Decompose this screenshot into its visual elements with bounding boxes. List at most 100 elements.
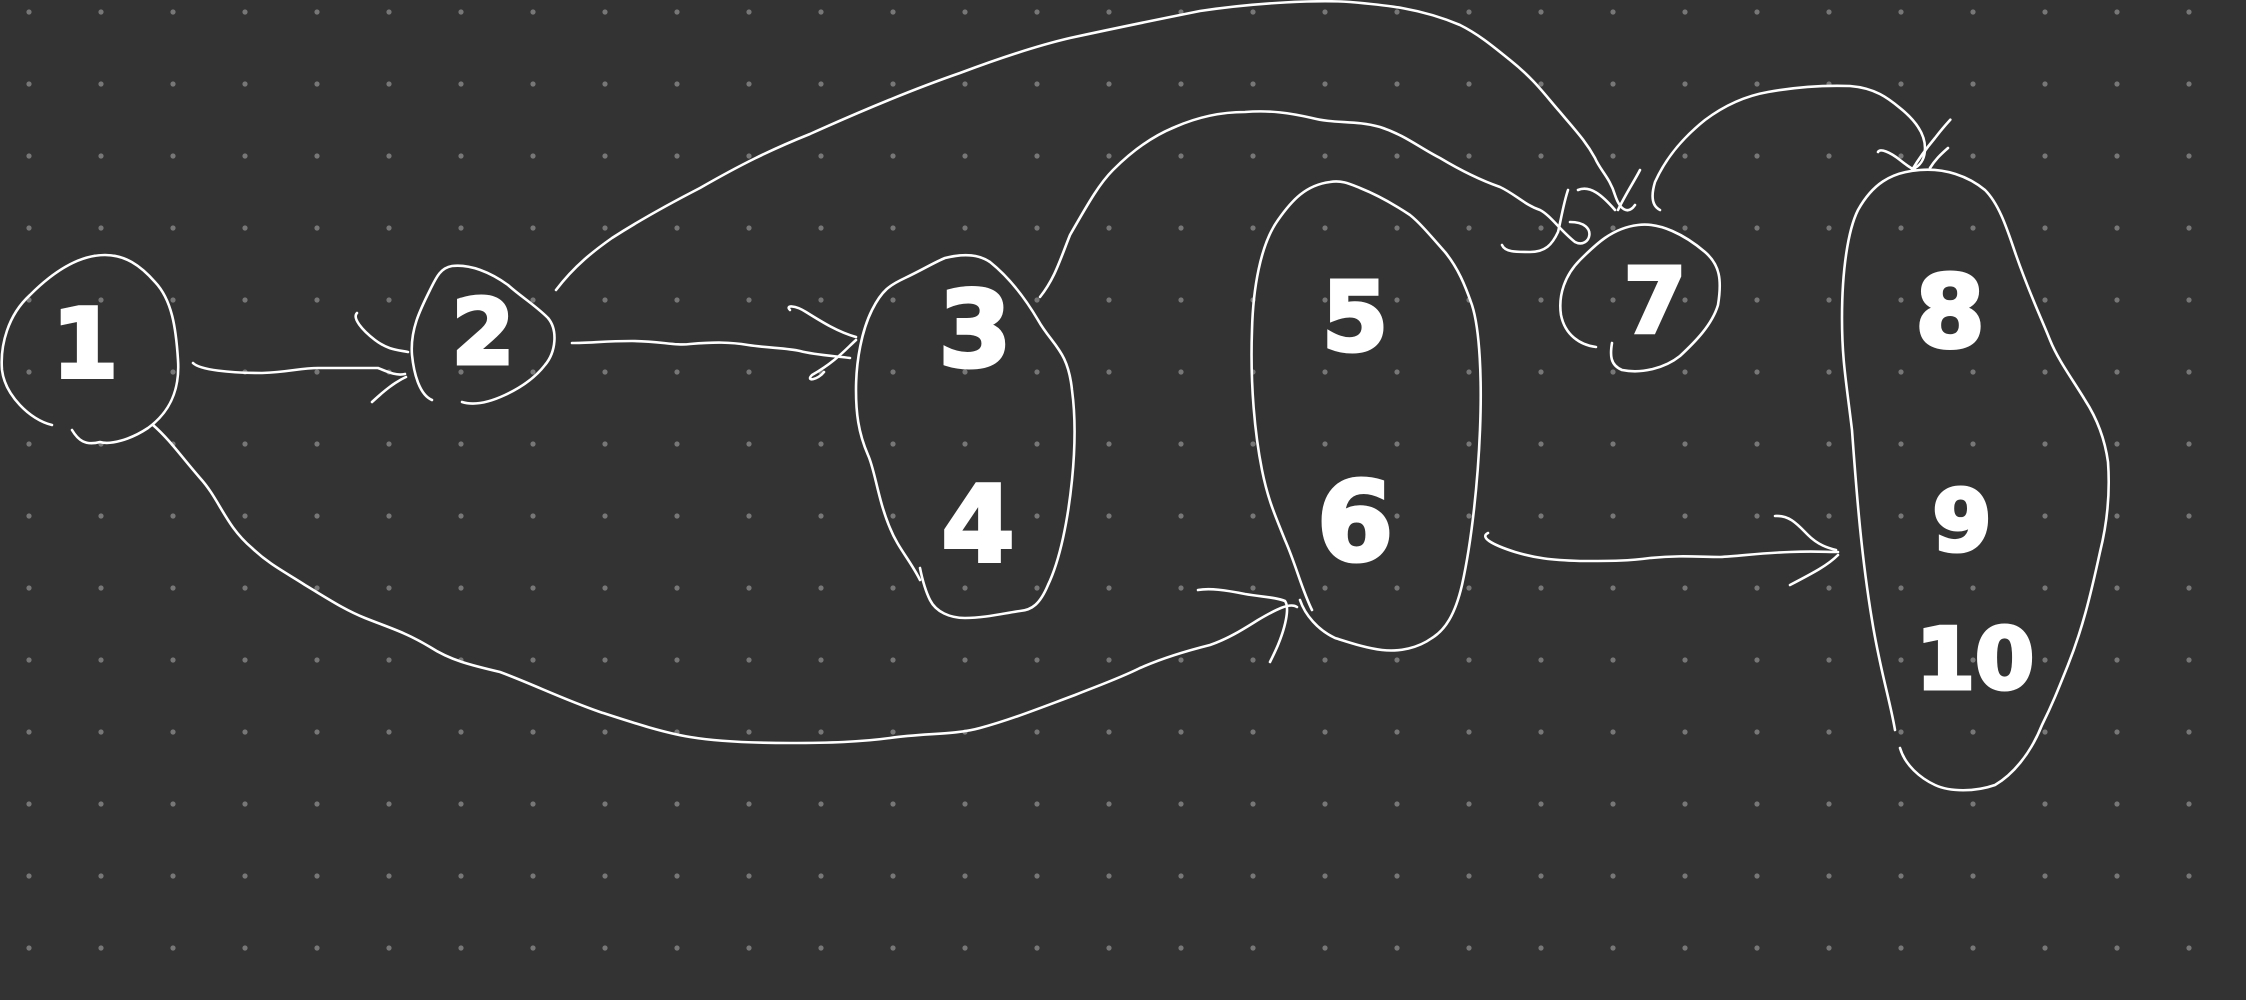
node-labels: 1 2 3 4 5 6 7 8 9 10: [50, 248, 2036, 712]
grid-dot: [1898, 153, 1904, 159]
grid-dot: [602, 801, 608, 807]
grid-dot: [1826, 441, 1832, 447]
grid-dot: [314, 9, 320, 15]
grid-dot: [98, 945, 104, 951]
grid-dot: [1106, 873, 1112, 879]
grid-dot: [26, 945, 32, 951]
grid-dot: [314, 657, 320, 663]
grid-dot: [1970, 153, 1976, 159]
edges: [151, 0, 1952, 745]
grid-dot: [1898, 225, 1904, 231]
grid-dot: [1754, 801, 1760, 807]
grid-dot: [890, 441, 896, 447]
grid-dot: [1754, 657, 1760, 663]
grid-dot: [170, 81, 176, 87]
grid-dot: [746, 81, 752, 87]
grid-dot: [1682, 513, 1688, 519]
grid-dot: [26, 225, 32, 231]
grid-dot: [458, 225, 464, 231]
grid-dot: [1826, 297, 1832, 303]
grid-dot: [1034, 153, 1040, 159]
node-4-label: 4: [941, 464, 1014, 586]
grid-dot: [746, 153, 752, 159]
grid-dot: [242, 81, 248, 87]
edge-34-to-7: [1038, 110, 1591, 299]
grid-dot: [1970, 513, 1976, 519]
grid-dot: [458, 945, 464, 951]
grid-dot: [818, 945, 824, 951]
grid-dot: [1394, 657, 1400, 663]
grid-dot: [2042, 81, 2048, 87]
grid-dot: [1394, 81, 1400, 87]
grid-dot: [1178, 729, 1184, 735]
grid-dot: [26, 81, 32, 87]
grid-dot: [386, 297, 392, 303]
grid-dot: [242, 297, 248, 303]
edge-1-to-56: [151, 423, 1299, 745]
grid-dot: [1466, 81, 1472, 87]
grid-dot: [242, 9, 248, 15]
grid-dot: [890, 369, 896, 375]
grid-dot: [1898, 657, 1904, 663]
grid-dot: [1466, 585, 1472, 591]
grid-dot: [602, 153, 608, 159]
grid-dot: [1034, 441, 1040, 447]
grid-dot: [962, 657, 968, 663]
grid-dot: [98, 657, 104, 663]
grid-dot: [1610, 441, 1616, 447]
grid-dot: [314, 873, 320, 879]
grid-dot: [1250, 9, 1256, 15]
grid-dot: [1826, 729, 1832, 735]
grid-dot: [2186, 801, 2192, 807]
grid-dot: [890, 9, 896, 15]
grid-dot: [890, 657, 896, 663]
grid-dot: [2186, 81, 2192, 87]
grid-dot: [1106, 297, 1112, 303]
grid-dot: [1682, 297, 1688, 303]
grid-dot: [818, 657, 824, 663]
group-8-9-10-outline: [1840, 168, 2111, 792]
grid-dot: [2186, 945, 2192, 951]
grid-dot: [746, 9, 752, 15]
grid-dot: [674, 801, 680, 807]
grid-dot: [1322, 369, 1328, 375]
grid-dot: [314, 945, 320, 951]
grid-dot: [602, 9, 608, 15]
grid-dot: [242, 441, 248, 447]
grid-dot: [1826, 153, 1832, 159]
grid-dot: [818, 9, 824, 15]
grid-dot: [386, 81, 392, 87]
grid-dot: [2114, 657, 2120, 663]
node-2-label: 2: [452, 281, 515, 386]
grid-dot: [2186, 9, 2192, 15]
grid-dot: [1538, 441, 1544, 447]
grid-dot: [2042, 225, 2048, 231]
grid-dot: [602, 369, 608, 375]
group-2-outline: [410, 264, 556, 405]
edge-7-to-8910: [1651, 84, 1927, 212]
grid-dot: [1322, 585, 1328, 591]
grid-dot: [26, 9, 32, 15]
grid-dot: [1538, 297, 1544, 303]
arrowhead-edge-2-to-34: [787, 305, 858, 381]
grid-dot: [1322, 513, 1328, 519]
grid-dot: [26, 657, 32, 663]
grid-dot: [242, 153, 248, 159]
grid-dot: [818, 801, 824, 807]
grid-dot: [1826, 873, 1832, 879]
grid-dot: [2114, 873, 2120, 879]
grid-dot: [458, 153, 464, 159]
grid-dot: [818, 81, 824, 87]
grid-dot: [1178, 801, 1184, 807]
grid-dot: [458, 441, 464, 447]
grid-dot: [1610, 369, 1616, 375]
grid-dot: [746, 729, 752, 735]
grid-dot: [1250, 513, 1256, 519]
grid-dot: [26, 873, 32, 879]
grid-dot: [530, 729, 536, 735]
grid-dot: [674, 225, 680, 231]
grid-dot: [818, 873, 824, 879]
grid-dot: [746, 585, 752, 591]
edge-2-to-34: [570, 339, 852, 360]
grid-dot: [386, 801, 392, 807]
